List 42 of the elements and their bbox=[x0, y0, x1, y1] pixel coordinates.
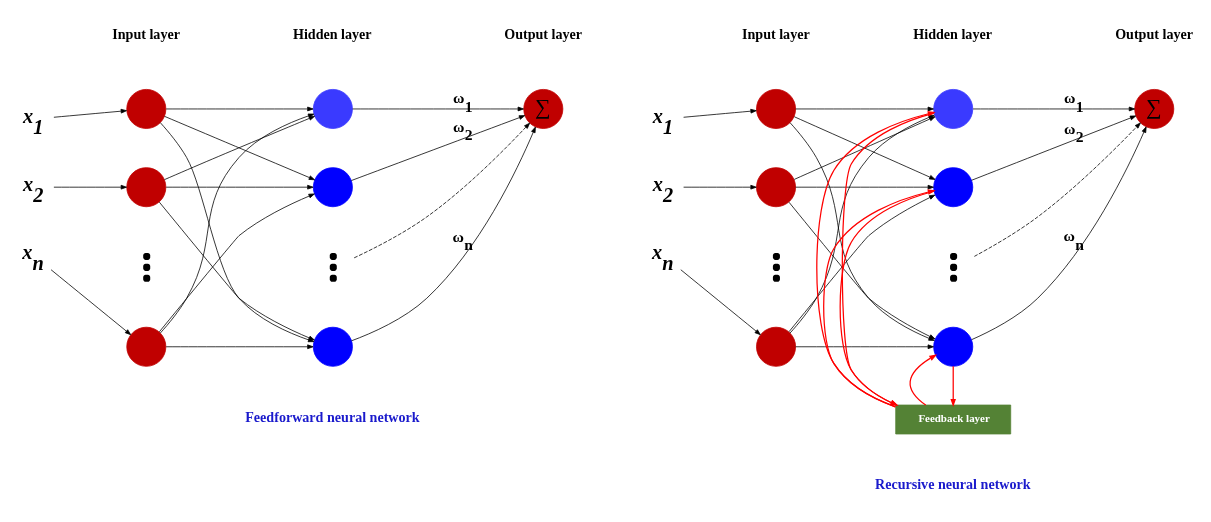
label: Recursive neural network bbox=[874, 475, 1031, 492]
arrow bbox=[351, 126, 536, 341]
arrow bbox=[683, 108, 757, 118]
arrow bbox=[353, 122, 530, 258]
arrow bbox=[164, 115, 315, 180]
label: Input layer bbox=[742, 25, 810, 42]
node-circle bbox=[756, 166, 796, 207]
arrow bbox=[972, 106, 1136, 111]
label: Output layer bbox=[504, 25, 583, 42]
node-circle bbox=[312, 326, 353, 367]
arrow bbox=[53, 184, 127, 189]
node-circle bbox=[312, 166, 353, 207]
node-circle bbox=[312, 88, 353, 129]
arrow bbox=[795, 343, 934, 349]
arrow bbox=[795, 106, 934, 111]
arrow bbox=[683, 184, 757, 189]
label: Input layer bbox=[112, 25, 180, 42]
arrow bbox=[795, 184, 934, 189]
arrow bbox=[950, 365, 956, 407]
arrow bbox=[165, 184, 314, 189]
arrow bbox=[971, 126, 1147, 340]
arrow bbox=[974, 122, 1141, 257]
arrow bbox=[909, 353, 938, 406]
node-circle bbox=[756, 88, 796, 129]
arrow bbox=[352, 106, 524, 111]
label: Feedforward neural network bbox=[245, 408, 420, 425]
arrow bbox=[680, 268, 761, 335]
node-box: Feedback layer bbox=[895, 404, 1012, 434]
arrow bbox=[165, 343, 314, 349]
node-circle bbox=[933, 88, 974, 129]
node-circle bbox=[126, 166, 167, 207]
node-circle bbox=[933, 166, 974, 207]
arrow bbox=[50, 268, 132, 335]
node-circle bbox=[933, 326, 974, 367]
arrow bbox=[53, 108, 127, 118]
arrow bbox=[971, 115, 1137, 181]
node-circle bbox=[126, 88, 167, 129]
label: Hidden layer bbox=[913, 25, 992, 42]
arrow bbox=[351, 114, 526, 181]
label: Output layer bbox=[1115, 25, 1193, 42]
label: Hidden layer bbox=[292, 25, 372, 42]
arrow bbox=[165, 106, 314, 111]
